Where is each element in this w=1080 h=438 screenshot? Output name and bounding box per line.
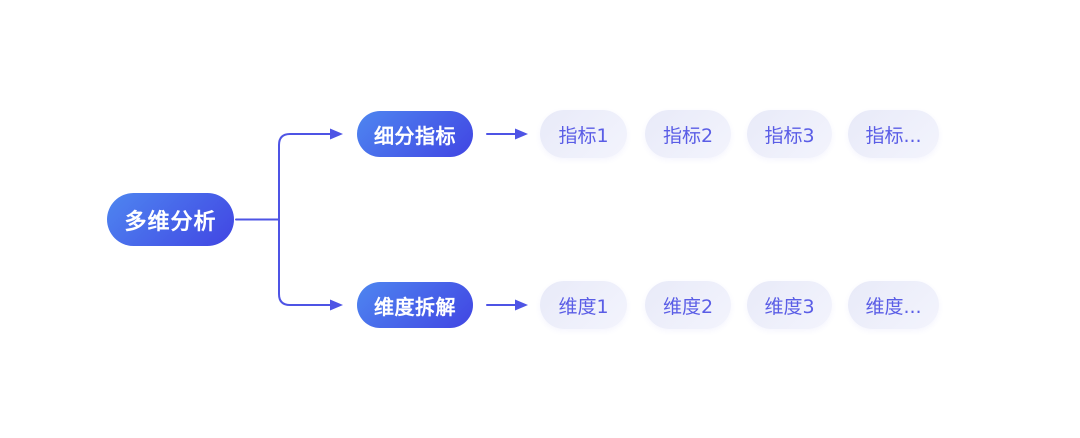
bottom-leaf-arrowhead-icon (515, 299, 528, 311)
node-metric-1-label: 指标1 (558, 124, 609, 147)
node-dimension-3: 维度3 (747, 281, 832, 329)
top-leaf-arrowhead-icon (515, 128, 528, 140)
node-dimension-2-label: 维度2 (662, 295, 714, 318)
node-dimension-2: 维度2 (645, 281, 731, 329)
node-dimension-3-label: 维度3 (764, 295, 815, 318)
bottom-branch-line (278, 218, 332, 306)
node-dimension-1-label: 维度1 (558, 295, 609, 318)
node-metric-more-label: 指标... (865, 124, 922, 147)
node-root-label: 多维分析 (124, 209, 217, 235)
node-root: 多维分析 (107, 193, 234, 246)
node-metric-3-label: 指标3 (764, 124, 815, 147)
node-metric-1: 指标1 (540, 110, 627, 158)
node-metric-2-label: 指标2 (662, 124, 714, 147)
node-metric-more: 指标... (848, 110, 939, 158)
node-metric-2: 指标2 (645, 110, 731, 158)
node-branch-metrics-label: 细分指标 (374, 123, 456, 148)
node-metric-3: 指标3 (747, 110, 832, 158)
node-dimension-more: 维度... (848, 281, 939, 329)
node-dimension-more-label: 维度... (865, 295, 922, 318)
bottom-branch-arrowhead-icon (330, 299, 343, 311)
node-branch-dimensions-label: 维度拆解 (374, 294, 456, 319)
top-branch-arrowhead-icon (330, 128, 343, 140)
node-branch-metrics: 细分指标 (357, 111, 473, 157)
node-branch-dimensions: 维度拆解 (357, 282, 473, 328)
top-branch-line (278, 133, 332, 221)
node-dimension-1: 维度1 (540, 281, 627, 329)
